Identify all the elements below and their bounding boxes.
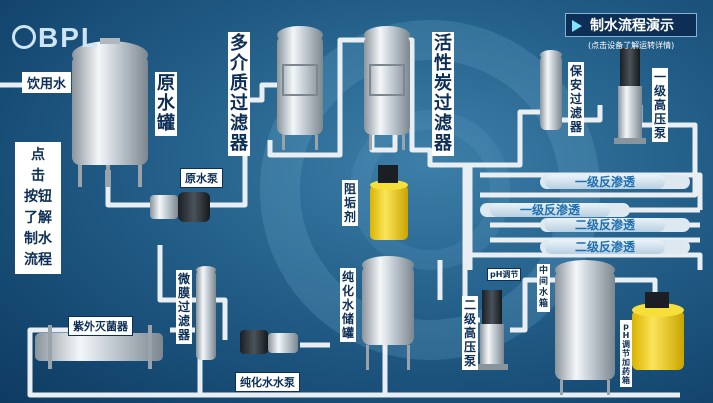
stage2-high-pressure-pump[interactable]	[476, 290, 508, 370]
hint-line: 点	[31, 147, 45, 163]
carbon-filter-label[interactable]: 活性炭过滤器	[432, 32, 454, 156]
process-demo-label: 制水流程演示	[590, 18, 674, 34]
multi-filter-label[interactable]: 多介质过滤器	[228, 32, 250, 156]
carbon-filter[interactable]	[364, 26, 410, 150]
pure-water-pump[interactable]	[240, 330, 298, 354]
process-demo-button[interactable]: 制水流程演示	[565, 13, 697, 37]
click-hint-panel: 点 击 按钮 了解 制水 流程	[15, 142, 61, 274]
security-filter[interactable]	[540, 50, 562, 130]
drinking-water-label: 饮用水	[22, 72, 72, 93]
multi-media-filter[interactable]	[277, 26, 323, 150]
hint-line: 流程	[24, 252, 52, 268]
scale-inhibitor-label[interactable]: 阻垢剂	[342, 180, 358, 226]
middle-water-tank[interactable]	[555, 260, 615, 395]
ro1-membrane-b-label[interactable]: 一级反渗透	[490, 203, 610, 217]
raw-water-pump[interactable]	[150, 192, 210, 222]
stage1-pump-label[interactable]: 一级高压泵	[652, 68, 668, 142]
demo-subtitle: (点击设备了解运转详情)	[588, 41, 675, 50]
raw-water-tank[interactable]	[72, 38, 148, 187]
raw-pump-label[interactable]: 原水泵	[180, 168, 223, 188]
uv-sterilizer[interactable]	[35, 325, 163, 369]
stage1-high-pressure-pump[interactable]	[614, 48, 646, 144]
hint-line: 按钮	[24, 189, 52, 205]
ph-dosing-label[interactable]: pH调节加药箱	[620, 320, 632, 387]
security-filter-label[interactable]: 保安过滤器	[568, 62, 584, 136]
raw-tank-label[interactable]: 原水罐	[155, 72, 177, 136]
pure-tank-label[interactable]: 纯化水储罐	[340, 268, 356, 342]
ph-adjust-label[interactable]: pH调节	[487, 268, 522, 281]
ro2-membrane-a-label[interactable]: 二级反渗透	[545, 218, 665, 232]
brand-logo: BPL	[12, 22, 100, 54]
micro-filter-label[interactable]: 微膜过滤器	[176, 270, 192, 344]
ro1-membrane-a-label[interactable]: 一级反渗透	[545, 175, 665, 189]
logo-icon	[12, 25, 36, 49]
hint-line: 制水	[24, 231, 52, 247]
stage2-pump-label[interactable]: 二级高压泵	[462, 296, 478, 370]
ro2-membrane-b-label[interactable]: 二级反渗透	[545, 240, 665, 254]
ph-dosing-tank[interactable]	[632, 292, 684, 370]
play-icon	[572, 20, 582, 32]
pure-pump-label[interactable]: 纯化水水泵	[235, 372, 300, 392]
micro-membrane-filter[interactable]	[196, 266, 216, 360]
hint-line: 了解	[24, 210, 52, 226]
scale-inhibitor-tank[interactable]	[370, 165, 408, 240]
mid-tank-label[interactable]: 中间水箱	[537, 264, 550, 312]
hint-line: 击	[31, 168, 45, 184]
logo-text: BPL	[38, 22, 100, 53]
uv-sterilizer-label[interactable]: 紫外灭菌器	[68, 316, 133, 336]
pure-water-tank[interactable]	[362, 256, 414, 370]
